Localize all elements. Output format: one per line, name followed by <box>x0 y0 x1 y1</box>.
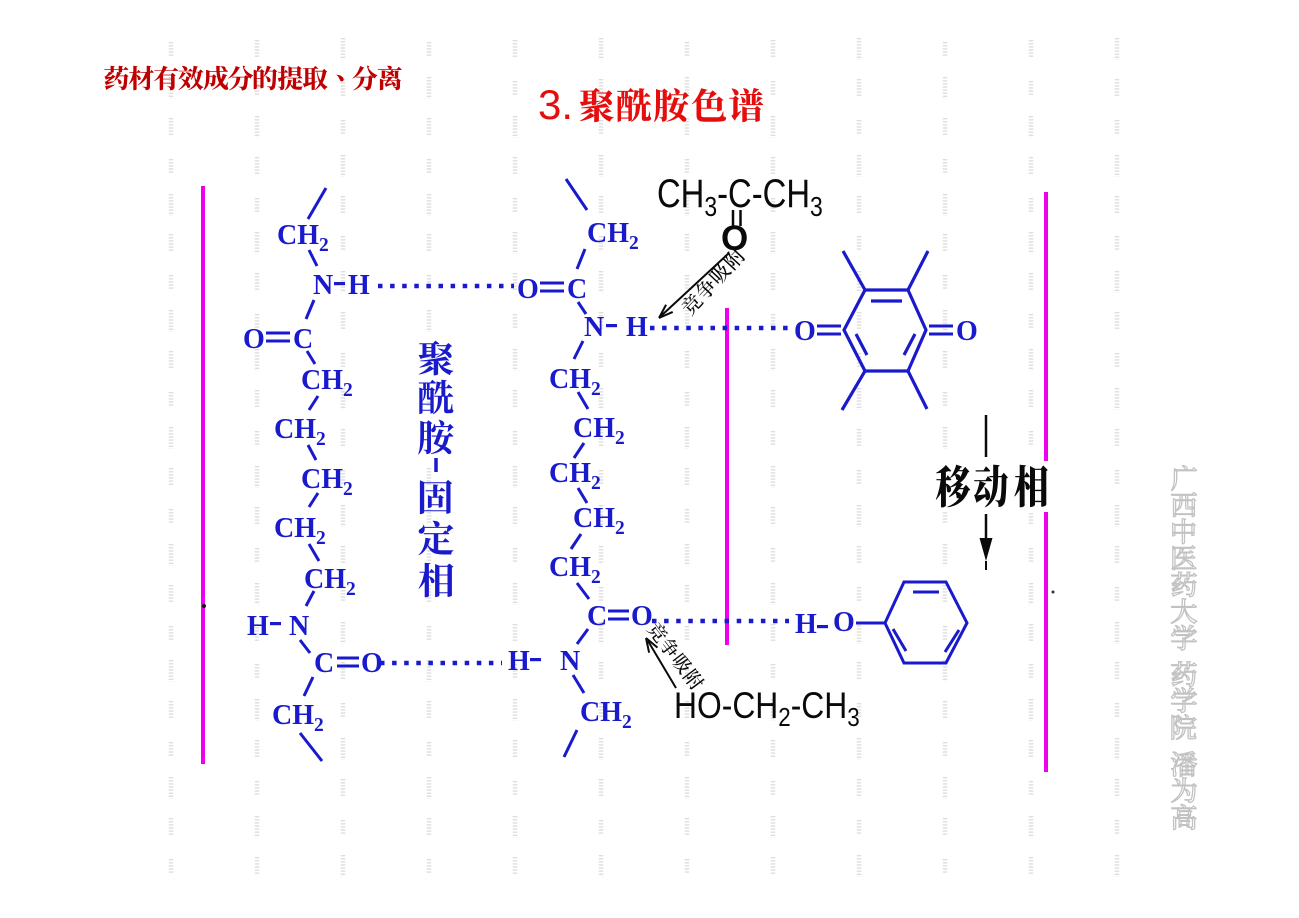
svg-text:N: N <box>313 270 333 301</box>
svg-text:O: O <box>631 601 653 632</box>
svg-text:C: C <box>293 324 313 355</box>
svg-text:O: O <box>243 324 265 355</box>
svg-text:3.: 3. <box>538 81 573 128</box>
svg-text:O: O <box>361 648 383 679</box>
svg-text:N: N <box>560 646 580 677</box>
svg-text:CH2: CH2 <box>277 220 329 256</box>
svg-text:H: H <box>626 312 648 343</box>
svg-text:O: O <box>833 607 855 638</box>
svg-text:C: C <box>314 648 334 679</box>
svg-text:O: O <box>956 316 978 347</box>
svg-text:H: H <box>247 611 269 642</box>
svg-text:N: N <box>584 312 604 343</box>
svg-text:H: H <box>508 646 530 677</box>
svg-text:O: O <box>794 316 816 347</box>
svg-text:CH2: CH2 <box>549 364 601 400</box>
svg-text:H: H <box>348 270 370 301</box>
svg-text:N: N <box>289 611 309 642</box>
svg-text:C: C <box>587 601 607 632</box>
svg-text:O: O <box>517 274 539 305</box>
svg-text:H: H <box>795 609 817 640</box>
svg-text:C: C <box>567 274 587 305</box>
svg-text:HO-CH2-CH3: HO-CH2-CH3 <box>674 686 860 733</box>
